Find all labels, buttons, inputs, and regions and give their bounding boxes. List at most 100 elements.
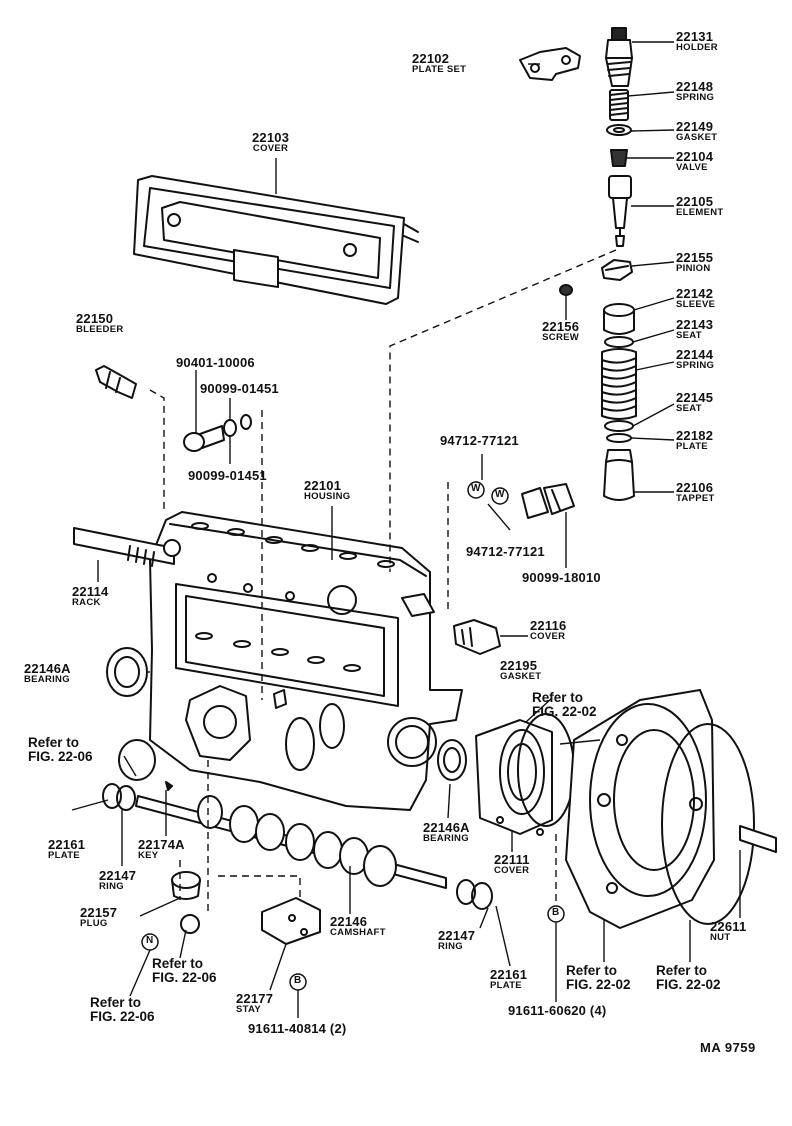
part-number: 22143 <box>676 317 714 332</box>
callout-22155: 22155 PINION <box>676 251 713 274</box>
figure-reference: Refer to FIG. 22-06 <box>152 957 217 984</box>
top-cover-part <box>133 175 419 305</box>
camshaft-part <box>135 781 447 889</box>
left-bearing-part <box>106 647 148 697</box>
part-name: COVER <box>494 865 530 876</box>
reference-text: Refer to <box>532 690 584 705</box>
part-name: RING <box>438 941 463 952</box>
part-name: PLUG <box>80 918 108 929</box>
callout-22114: 22114 RACK <box>72 585 108 608</box>
part-number: 22195 <box>500 658 538 673</box>
callout-22161-left: 22161 PLATE <box>48 838 85 861</box>
upper-seat-part <box>604 336 634 348</box>
sleeve-part <box>603 303 635 335</box>
callout-22131: 22131 HOLDER <box>676 30 718 53</box>
right-bearing-part <box>437 739 467 781</box>
callout-22111: 22111 COVER <box>494 853 530 876</box>
callout-22103: 22103 COVER <box>252 131 289 154</box>
callout-22177: 22177 STAY <box>236 992 273 1015</box>
callout-22144: 22144 SPRING <box>676 348 714 371</box>
part-name: VALVE <box>676 162 708 173</box>
delivery-spring-part <box>609 89 629 121</box>
part-number: 22144 <box>676 347 714 362</box>
callout-22148: 22148 SPRING <box>676 80 714 103</box>
std-part-90099-01451-upper: 90099-01451 <box>200 381 279 396</box>
part-number: 22145 <box>676 390 714 405</box>
part-name: SLEEVE <box>676 299 716 310</box>
part-name: SPRING <box>676 360 715 371</box>
plate-set-part <box>519 47 581 81</box>
part-name: GASKET <box>500 671 542 682</box>
part-number: 22147 <box>438 928 476 943</box>
callout-22142: 22142 SLEEVE <box>676 287 715 310</box>
reference-text: Refer to <box>28 735 80 750</box>
callout-22145: 22145 SEAT <box>676 391 713 414</box>
part-number: 22146 <box>330 914 368 929</box>
part-number: 22104 <box>676 149 714 164</box>
part-number: 22161 <box>490 967 528 982</box>
part-number: 22103 <box>252 130 290 145</box>
screw-set <box>183 414 252 452</box>
bolt-mark-1: B <box>294 975 302 986</box>
part-number: 22182 <box>676 428 714 443</box>
reference-figure: FIG. 22-02 <box>532 703 597 719</box>
callout-22182: 22182 PLATE <box>676 429 713 452</box>
part-name: COVER <box>252 143 289 154</box>
callout-22101: 22101 HOUSING <box>304 479 350 502</box>
callout-22147-right: 22147 RING <box>438 929 475 952</box>
reference-figure: FIG. 22-06 <box>28 748 93 764</box>
callout-22116: 22116 COVER <box>530 619 566 642</box>
part-number: 22146A <box>24 661 71 676</box>
left-seal-ring <box>118 739 156 781</box>
screw-part <box>559 284 573 296</box>
part-number: 22174A <box>138 837 185 852</box>
callout-22146A-left: 22146A BEARING <box>24 662 71 685</box>
front-cover-part <box>475 719 553 836</box>
plate-part <box>606 433 632 443</box>
lower-seat-part <box>604 420 634 432</box>
part-number: 22105 <box>676 194 714 209</box>
reference-figure: FIG. 22-02 <box>656 976 721 992</box>
reference-figure: FIG. 22-02 <box>566 976 631 992</box>
part-number: 22155 <box>676 250 714 265</box>
part-number: 22147 <box>99 868 137 883</box>
part-number: 22101 <box>304 478 342 493</box>
part-name: BEARING <box>423 833 469 844</box>
flange-housing-part <box>565 689 715 929</box>
part-number: 22131 <box>676 29 714 44</box>
part-number: 22148 <box>676 79 714 94</box>
callout-22611: 22611 NUT <box>710 920 746 943</box>
reference-text: Refer to <box>566 963 618 978</box>
housing-part <box>149 511 463 811</box>
callout-22106: 22106 TAPPET <box>676 481 715 504</box>
part-name: PLATE <box>48 850 80 861</box>
callout-22147-left: 22147 RING <box>99 869 136 892</box>
right-plate-ring-part <box>456 879 493 910</box>
element-part <box>608 175 632 247</box>
part-name: PINION <box>676 263 711 274</box>
callout-22146: 22146 CAMSHAFT <box>330 915 386 938</box>
washer-mark-2: W <box>495 489 505 500</box>
union-bolt-part <box>521 483 575 519</box>
part-name: GASKET <box>676 132 718 143</box>
part-name: PLATE <box>676 441 708 452</box>
part-name: NUT <box>710 932 731 943</box>
callout-22102: 22102 PLATE SET <box>412 52 466 75</box>
gasket-part <box>606 124 632 136</box>
part-number: 22111 <box>494 852 530 867</box>
std-part-90099-18010: 90099-18010 <box>522 570 601 585</box>
part-name: SPRING <box>676 92 715 103</box>
part-number: 22177 <box>236 991 274 1006</box>
part-number: 22149 <box>676 119 714 134</box>
callout-22157: 22157 PLUG <box>80 906 117 929</box>
part-number: 22102 <box>412 51 450 66</box>
callout-22174A: 22174A KEY <box>138 838 185 861</box>
part-number: 22116 <box>530 618 567 633</box>
part-name: ELEMENT <box>676 207 724 218</box>
figure-reference: Refer to FIG. 22-06 <box>28 736 93 763</box>
std-part-91611-40814: 91611-40814 (2) <box>248 1021 347 1036</box>
callout-22104: 22104 VALVE <box>676 150 713 173</box>
callout-22195: 22195 GASKET <box>500 659 541 682</box>
callout-22156: 22156 SCREW <box>542 320 579 343</box>
